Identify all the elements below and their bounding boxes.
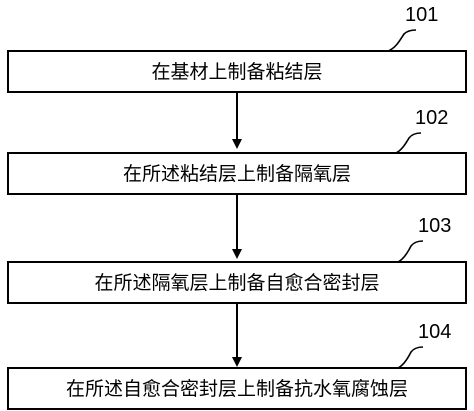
step-102: 在所述粘结层上制备隔氧层 102 — [7, 107, 467, 195]
step-number-leader — [395, 132, 422, 154]
step-label: 在所述自愈合密封层上制备抗水氧腐蚀层 — [66, 378, 408, 400]
step-label: 在基材上制备粘结层 — [151, 61, 322, 83]
step-number: 104 — [418, 321, 451, 343]
step-103: 在所述隔氧层上制备自愈合密封层 103 — [7, 215, 467, 304]
step-box — [7, 367, 467, 410]
step-101: 在基材上制备粘结层 101 — [7, 4, 467, 93]
step-box — [7, 261, 467, 304]
step-box — [7, 152, 467, 195]
step-number-leader — [387, 29, 417, 52]
step-label: 在所述隔氧层上制备自愈合密封层 — [94, 272, 379, 294]
step-number: 101 — [405, 4, 438, 26]
step-number-leader — [397, 240, 424, 263]
step-label: 在所述粘结层上制备隔氧层 — [123, 163, 351, 185]
step-number-leader — [397, 346, 424, 369]
step-104: 在所述自愈合密封层上制备抗水氧腐蚀层 104 — [7, 321, 467, 410]
arrow-down — [232, 92, 242, 149]
arrow-down — [232, 303, 242, 367]
step-number: 102 — [415, 107, 448, 129]
step-box — [7, 50, 467, 93]
arrow-down — [232, 194, 242, 259]
step-number: 103 — [418, 215, 451, 237]
